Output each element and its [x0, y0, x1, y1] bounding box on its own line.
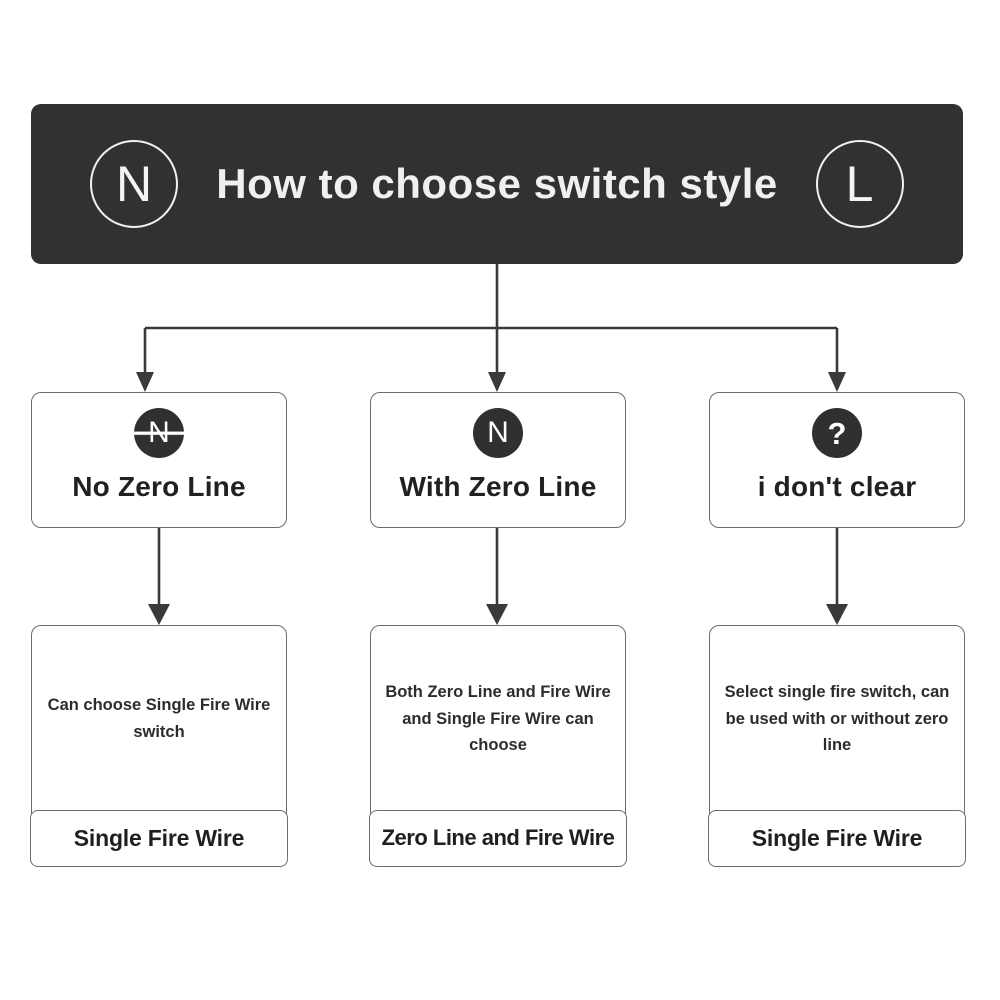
result-footer-label: Single Fire Wire	[751, 824, 923, 851]
result-body: Can choose Single Fire Wire switch	[32, 626, 286, 812]
result-footer-label: Zero Line and Fire Wire	[381, 825, 615, 851]
result-card-1: Can choose Single Fire Wire switch Singl…	[30, 625, 288, 867]
result-footer-1: Single Fire Wire	[30, 809, 288, 867]
arrowhead-2	[488, 372, 506, 392]
result-card-2: Both Zero Line and Fire Wire and Single …	[369, 625, 627, 867]
option-label: i don't clear	[757, 471, 917, 502]
result-description: Both Zero Line and Fire Wire and Single …	[385, 682, 611, 755]
n-icon: N	[472, 407, 524, 459]
option-label: With Zero Line	[399, 471, 597, 502]
neutral-wire-badge-icon: N	[90, 140, 179, 228]
result-footer-3: Single Fire Wire	[708, 809, 966, 867]
result-description: Select single fire switch, can be used w…	[724, 682, 950, 755]
strike-line	[128, 431, 190, 435]
live-wire-badge-icon: L	[815, 140, 904, 228]
arrowhead-mid-3	[826, 604, 848, 625]
arrowhead-mid-1	[148, 604, 170, 625]
header-banner: N How to choose switch style L	[31, 104, 963, 264]
option-card-no-zero-line[interactable]: N No Zero Line	[31, 392, 287, 528]
result-card-3: Select single fire switch, can be used w…	[708, 625, 966, 867]
option-label: No Zero Line	[72, 471, 246, 502]
result-description: Can choose Single Fire Wire switch	[47, 696, 271, 741]
option-card-with-zero-line[interactable]: N With Zero Line	[370, 392, 626, 528]
arrowhead-3	[828, 372, 846, 392]
n-strikethrough-icon: N	[128, 407, 190, 459]
header-content: N How to choose switch style L	[31, 140, 963, 228]
question-mark-icon: ?	[811, 407, 863, 459]
result-body: Both Zero Line and Fire Wire and Single …	[371, 626, 625, 812]
result-body: Select single fire switch, can be used w…	[710, 626, 964, 812]
arrowhead-mid-2	[486, 604, 508, 625]
result-footer-label: Single Fire Wire	[73, 824, 245, 851]
page-title: How to choose switch style	[216, 160, 778, 207]
result-footer-2: Zero Line and Fire Wire	[369, 809, 627, 867]
option-card-unsure[interactable]: ? i don't clear	[709, 392, 965, 528]
arrowhead-1	[136, 372, 154, 392]
